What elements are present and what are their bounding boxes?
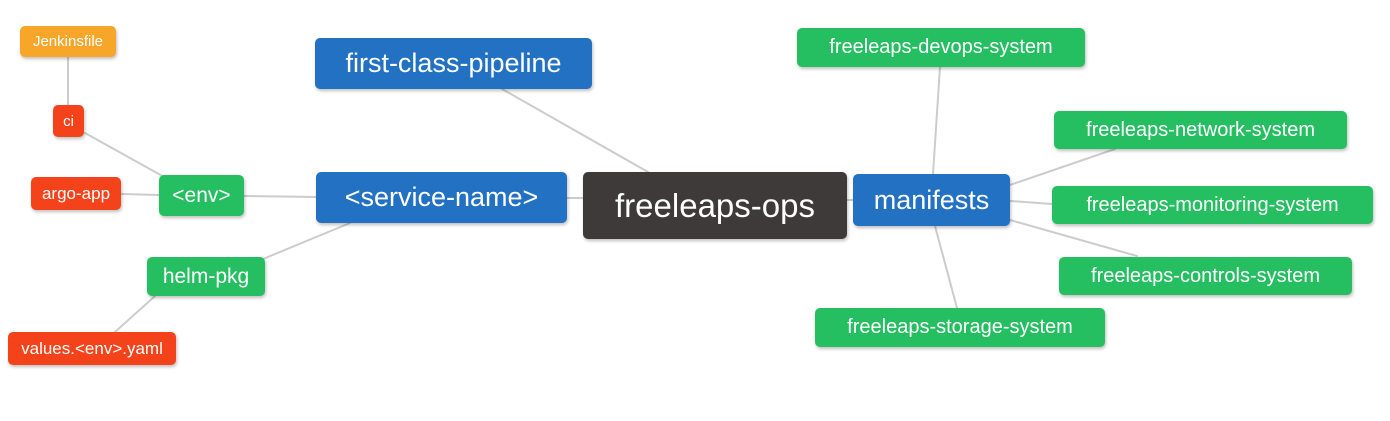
edge-helm-pkg--values-env-yaml <box>114 295 156 333</box>
edge-service-name--helm-pkg <box>262 222 351 260</box>
node-env[interactable]: <env> <box>159 175 244 216</box>
edge-manifests--freeleaps-storage-system <box>934 225 958 309</box>
node-argo-app[interactable]: argo-app <box>31 177 121 210</box>
node-freeleaps-devops-system[interactable]: freeleaps-devops-system <box>797 28 1085 67</box>
node-freeleaps-controls-system[interactable]: freeleaps-controls-system <box>1059 257 1352 295</box>
node-freeleaps-ops[interactable]: freeleaps-ops <box>583 172 847 239</box>
edge-manifests--freeleaps-monitoring-system <box>1009 200 1053 205</box>
edge-ci--env <box>84 132 167 179</box>
edge-manifests--freeleaps-network-system <box>1009 148 1116 186</box>
node-ci[interactable]: ci <box>53 105 84 137</box>
edge-env--service-name <box>243 195 317 198</box>
node-freeleaps-storage-system[interactable]: freeleaps-storage-system <box>815 308 1105 347</box>
node-first-class-pipeline[interactable]: first-class-pipeline <box>315 38 592 89</box>
node-freeleaps-monitoring-system[interactable]: freeleaps-monitoring-system <box>1052 186 1373 224</box>
node-freeleaps-network-system[interactable]: freeleaps-network-system <box>1054 111 1347 149</box>
node-service-name[interactable]: <service-name> <box>316 172 567 223</box>
edge-manifests--freeleaps-controls-system <box>1009 219 1138 257</box>
edge-argo-app--env <box>120 193 160 196</box>
edge-first-class-pipeline--freeleaps-ops <box>501 88 649 173</box>
node-manifests[interactable]: manifests <box>853 174 1010 226</box>
node-helm-pkg[interactable]: helm-pkg <box>147 257 265 296</box>
node-values-env-yaml[interactable]: values.<env>.yaml <box>8 332 176 365</box>
node-jenkinsfile[interactable]: Jenkinsfile <box>20 26 116 57</box>
edge-manifests--freeleaps-devops-system <box>932 66 941 175</box>
